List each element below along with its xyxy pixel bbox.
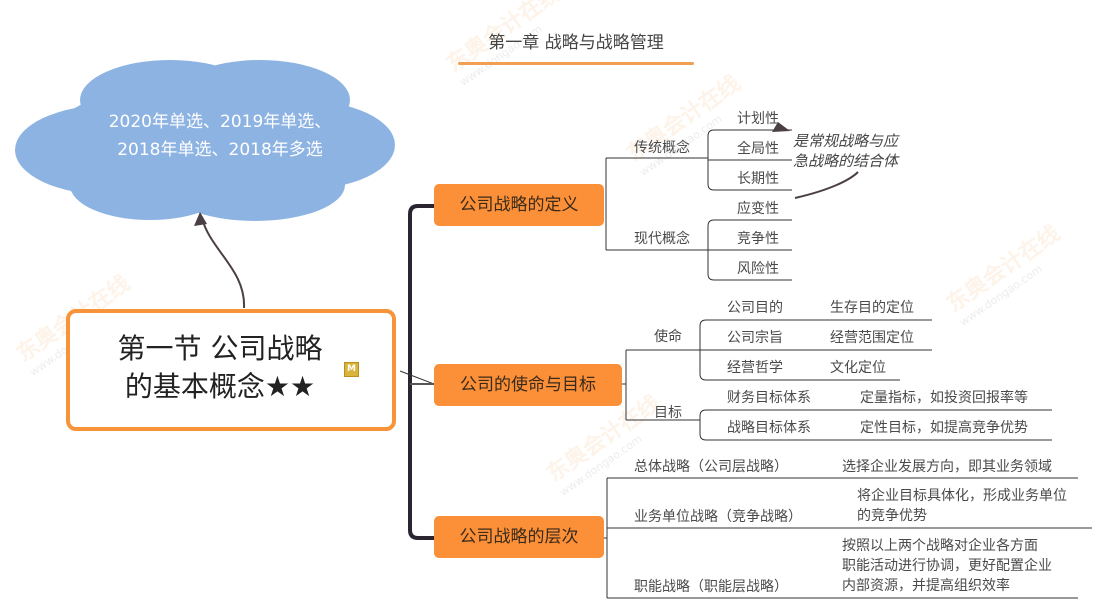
topic-strategy-definition[interactable]: 公司战略的定义: [434, 184, 604, 226]
topic-label: 公司的使命与目标: [460, 375, 596, 395]
item-functional-strategy[interactable]: 职能战略（职能层战略）: [634, 579, 788, 595]
central-topic[interactable]: [66, 309, 396, 431]
item-company-tenet[interactable]: 公司宗旨: [727, 330, 783, 346]
marker-m-icon[interactable]: M: [344, 362, 359, 377]
item-desc[interactable]: 生存目的定位: [830, 300, 914, 316]
item-desc[interactable]: 定量指标，如投资回报率等: [860, 390, 1028, 406]
item-business-unit-strategy[interactable]: 业务单位战略（竞争战略）: [634, 509, 802, 525]
item-risk[interactable]: 风险性: [737, 261, 779, 277]
subtopic-objectives[interactable]: 目标: [654, 405, 682, 421]
cloud-line: 2020年单选、2019年单选、: [108, 112, 332, 132]
item-corporate-strategy[interactable]: 总体战略（公司层战略）: [634, 459, 788, 475]
item-financial-objectives[interactable]: 财务目标体系: [727, 390, 811, 406]
central-topic-text: 第一节 公司战略 的基本概念★★: [90, 330, 350, 406]
cloud-callout: 2020年单选、2019年单选、 2018年单选、2018年多选: [70, 108, 370, 164]
subtopic-traditional[interactable]: 传统概念: [634, 140, 690, 156]
topic-mission-objectives[interactable]: 公司的使命与目标: [434, 364, 622, 406]
desc-line: 将企业目标具体化，形成业务单位: [857, 488, 1067, 504]
item-desc[interactable]: 经营范围定位: [830, 330, 914, 346]
item-desc[interactable]: 将企业目标具体化，形成业务单位 的竞争优势: [857, 486, 1067, 526]
desc-line: 职能活动进行协调，更好配置企业: [842, 558, 1052, 574]
item-planning[interactable]: 计划性: [737, 111, 779, 127]
item-desc[interactable]: 按照以上两个战略对企业各方面 职能活动进行协调，更好配置企业 内部资源，并提高组…: [842, 536, 1052, 596]
item-desc[interactable]: 文化定位: [830, 360, 886, 376]
item-business-philosophy[interactable]: 经营哲学: [727, 360, 783, 376]
topic-label: 公司战略的层次: [459, 527, 579, 547]
desc-line: 内部资源，并提高组织效率: [842, 578, 1010, 594]
item-desc[interactable]: 定性目标，如提高竞争优势: [860, 420, 1028, 436]
note-line: 是常规战略与应: [793, 132, 899, 150]
central-line: 第一节 公司战略: [117, 332, 323, 365]
item-competitiveness[interactable]: 竞争性: [737, 231, 779, 247]
cloud-shape: [15, 60, 395, 221]
item-adaptability[interactable]: 应变性: [737, 201, 779, 217]
callout-note[interactable]: 是常规战略与应 急战略的结合体: [793, 131, 898, 171]
note-line: 急战略的结合体: [793, 152, 899, 170]
item-desc[interactable]: 选择企业发展方向，即其业务领域: [842, 459, 1052, 475]
item-strategic-objectives[interactable]: 战略目标体系: [727, 420, 811, 436]
item-long-term[interactable]: 长期性: [737, 171, 779, 187]
desc-line: 的竞争优势: [857, 508, 927, 524]
subtopic-modern[interactable]: 现代概念: [634, 231, 690, 247]
item-overall[interactable]: 全局性: [737, 141, 779, 157]
desc-line: 按照以上两个战略对企业各方面: [842, 538, 1038, 554]
topic-strategy-levels[interactable]: 公司战略的层次: [434, 516, 604, 558]
subtopic-mission[interactable]: 使命: [654, 329, 682, 345]
page-title: 第一章 战略与战略管理: [488, 33, 664, 53]
central-line: 的基本概念★★: [124, 370, 316, 403]
topic-label: 公司战略的定义: [459, 195, 579, 215]
cloud-line: 2018年单选、2018年多选: [117, 140, 323, 160]
item-company-purpose[interactable]: 公司目的: [727, 300, 783, 316]
title-underline: [458, 62, 694, 65]
